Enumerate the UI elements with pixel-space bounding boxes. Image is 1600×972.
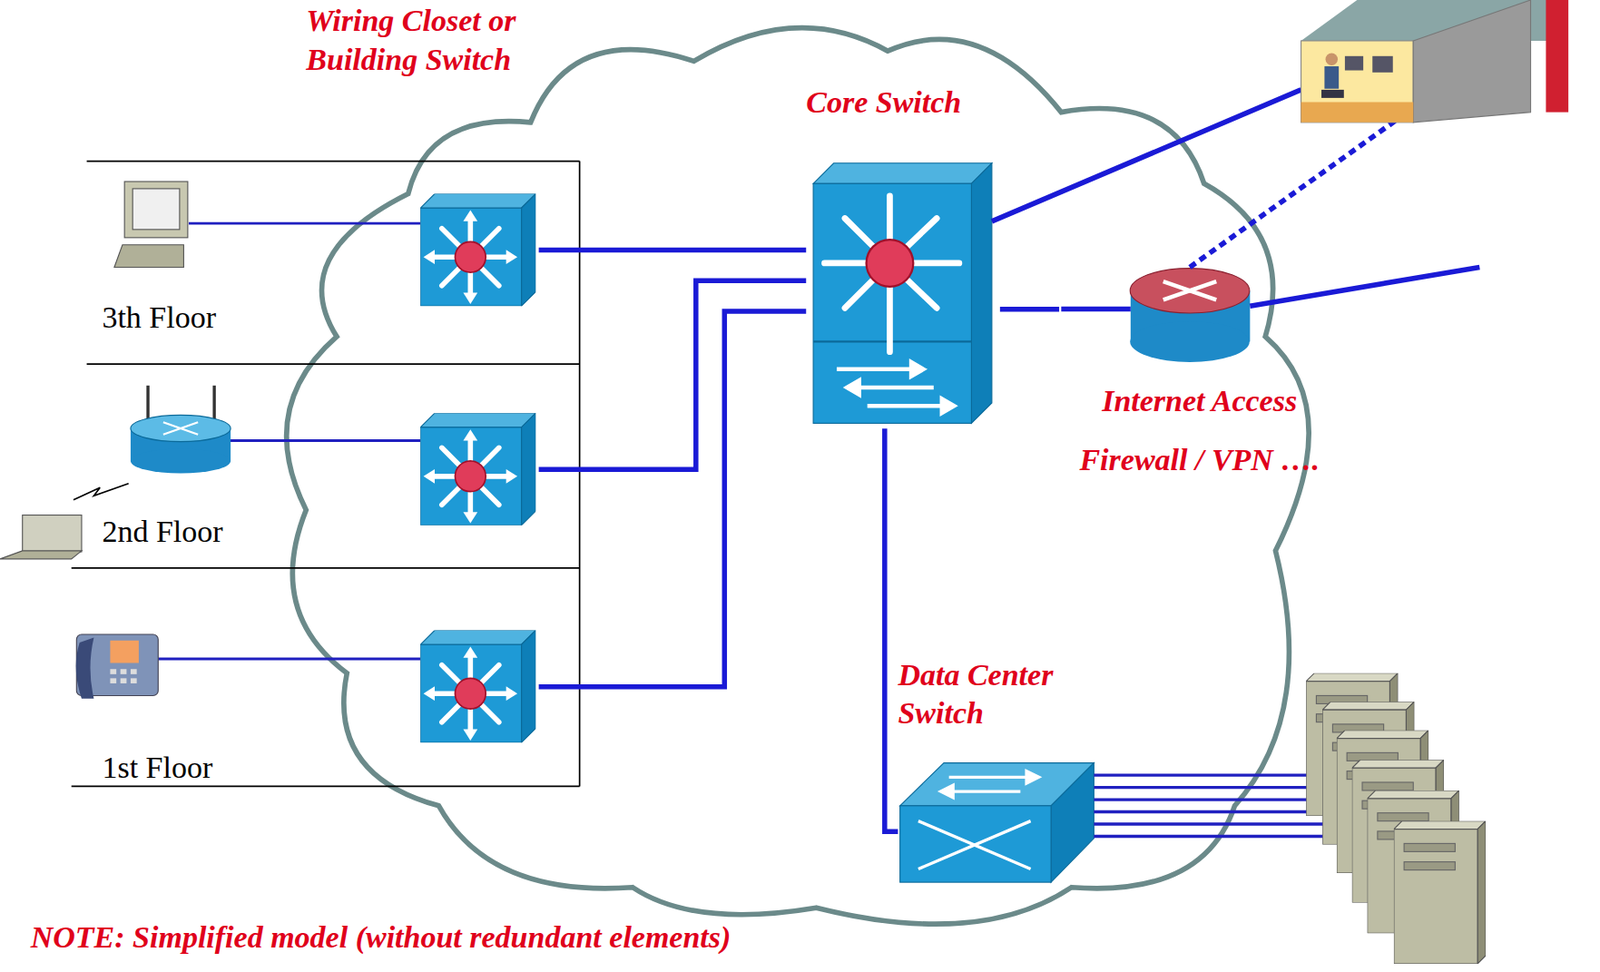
- device-label: Core Switch: [805, 83, 962, 123]
- floor-label: 3th Floor: [101, 298, 216, 338]
- core-switch-icon: [813, 163, 992, 424]
- home-office: [1301, 0, 1570, 123]
- data-center-switch-icon: [900, 763, 1095, 883]
- network-link: [539, 249, 807, 251]
- floor-lines: [71, 161, 580, 787]
- desktop-computer: [114, 181, 188, 267]
- device-label: Internet Access: [1101, 382, 1297, 422]
- server-rack: [1305, 673, 1486, 964]
- network-link: [1000, 308, 1060, 310]
- network-device: Core Switch: [805, 83, 1001, 429]
- note-text: NOTE: Simplified model (without redundan…: [30, 918, 1051, 958]
- network-device: Internet AccessFirewall / VPN ….: [1059, 267, 1340, 481]
- ip-phone: [76, 634, 159, 699]
- floor-band: 2nd Floor: [101, 382, 539, 552]
- laptop: [0, 515, 82, 560]
- floor-label: 1st Floor: [101, 748, 213, 788]
- network-link: [884, 428, 899, 832]
- building-switch: [420, 194, 536, 307]
- building-switch: [420, 412, 536, 526]
- network-device: Data Center Switch: [897, 656, 1135, 885]
- device-label: Firewall / VPN ….: [1079, 441, 1319, 481]
- floor-band: 3th Floor: [101, 178, 539, 337]
- internet-router-icon: [1129, 268, 1250, 363]
- wireless-router: [73, 385, 231, 501]
- network-link: [539, 311, 807, 688]
- area-label: Wiring Closet or Building Switch: [305, 1, 582, 79]
- floor-label: 2nd Floor: [101, 512, 223, 552]
- device-label: Data Center Switch: [897, 656, 1102, 734]
- building-switch: [420, 630, 536, 744]
- floor-band: 1st Floor: [101, 612, 539, 788]
